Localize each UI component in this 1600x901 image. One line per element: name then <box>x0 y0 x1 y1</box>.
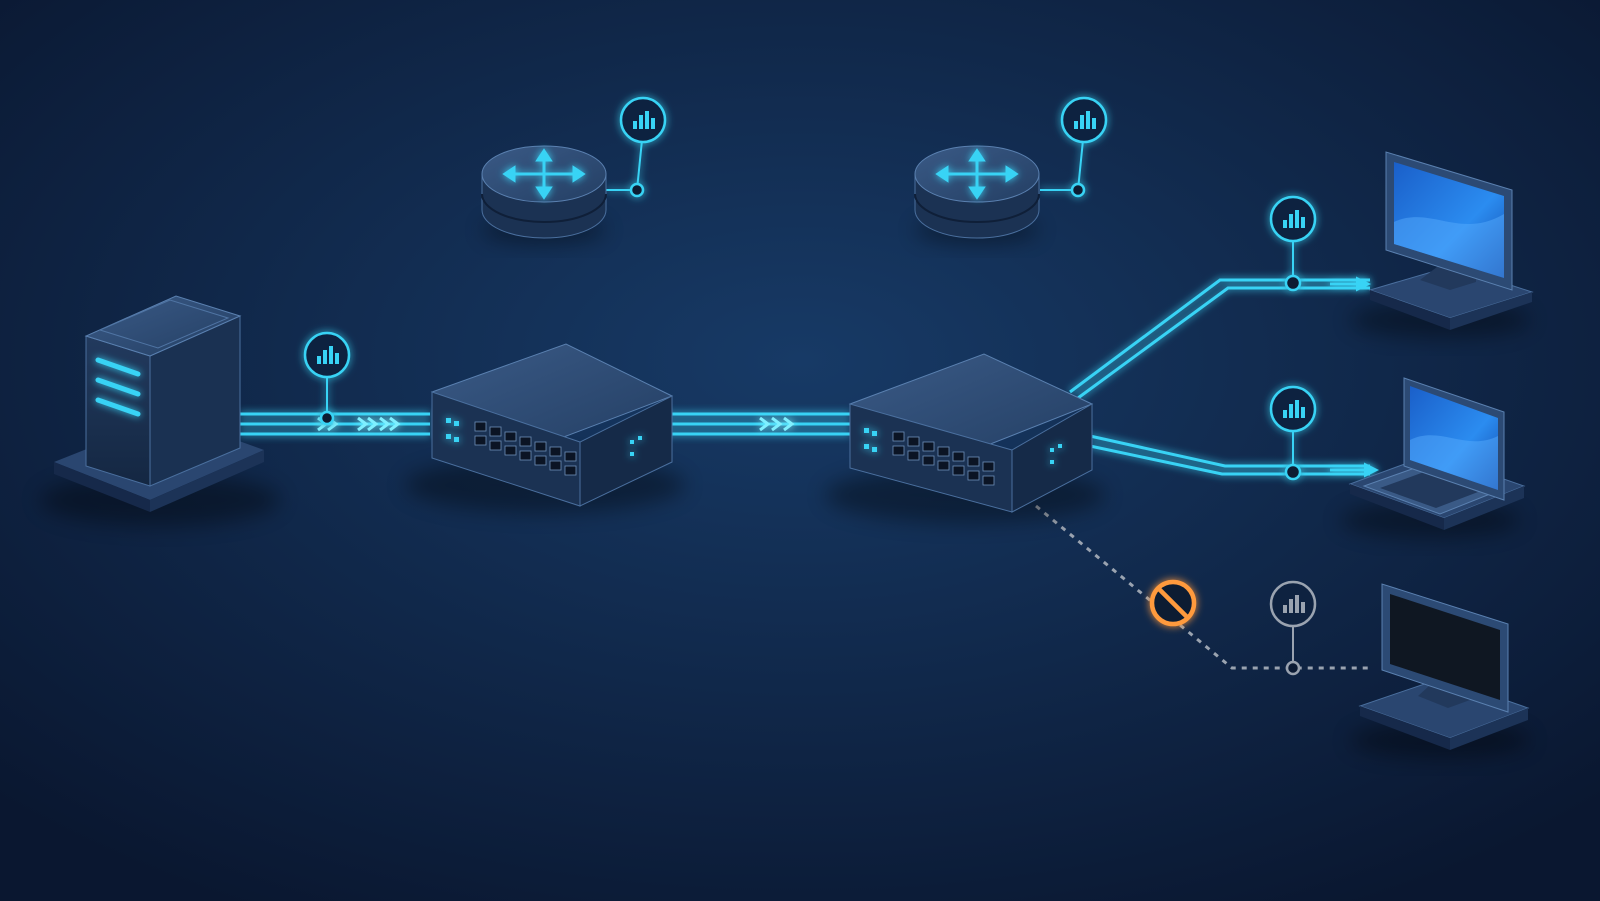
four-arrows-icon <box>502 148 586 200</box>
bar-chart-icon <box>1074 111 1096 129</box>
link-switch-2-laptop <box>1089 434 1379 478</box>
router-node-1 <box>481 145 607 244</box>
desktop-node-offline <box>1350 583 1530 758</box>
router-node-2 <box>914 145 1040 244</box>
bar-chart-icon <box>1283 400 1305 418</box>
links-layer <box>240 242 1379 670</box>
bar-chart-icon <box>317 346 339 364</box>
desktop-node-active <box>1350 151 1534 338</box>
monitor-badge-offline-link <box>1269 580 1317 676</box>
server-status-lights <box>95 357 141 417</box>
bar-chart-icon <box>633 111 655 129</box>
server-node <box>40 295 280 526</box>
switch-leds <box>446 418 642 456</box>
monitor-badge-router-2 <box>1040 96 1108 198</box>
link-switch-2-desktop-offline <box>1035 504 1372 670</box>
link-switch-2-desktop-active <box>1069 276 1371 400</box>
monitor-badge-router-1 <box>606 96 667 198</box>
monitor-badge-desktop-link <box>1269 195 1317 292</box>
four-arrows-icon <box>935 148 1019 200</box>
switch-ports <box>474 421 577 476</box>
monitor-badge-laptop-link <box>1269 385 1317 481</box>
bar-chart-icon <box>1283 595 1305 613</box>
switch-leds <box>864 428 1062 464</box>
flow-chevrons-2 <box>759 416 795 432</box>
switch-node-1 <box>405 343 685 513</box>
switch-ports <box>892 431 995 486</box>
monitor-badges <box>303 96 1317 676</box>
laptop-node <box>1340 377 1526 538</box>
link-switch-1-switch-2 <box>660 412 850 436</box>
monitor-badge-server-link <box>303 331 351 426</box>
no-entry-icon <box>1149 579 1197 627</box>
switch-node-2 <box>825 353 1105 523</box>
bar-chart-icon <box>1283 210 1305 228</box>
